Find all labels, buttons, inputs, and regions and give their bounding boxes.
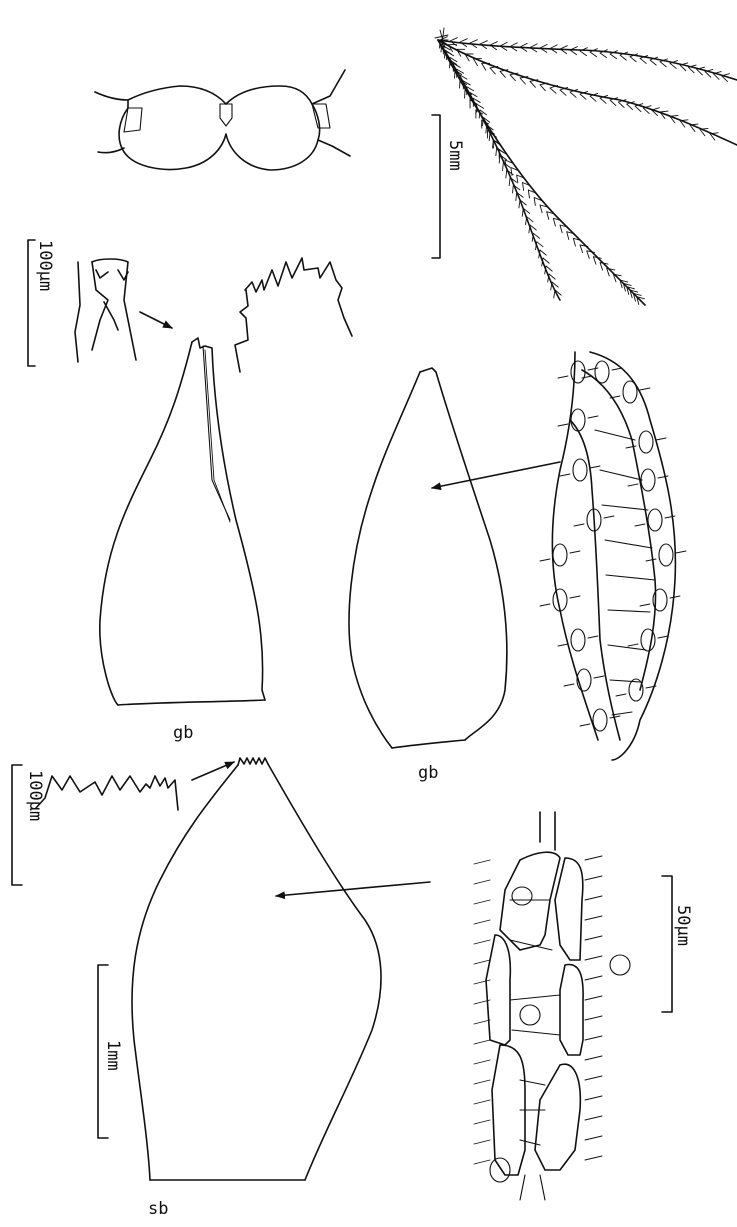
- apex-detail-2: [235, 258, 352, 372]
- scale-label-5mm: 5mm: [445, 140, 465, 171]
- leaf-cross-section: [95, 70, 350, 170]
- scale-bar-100um-apex: 100µm: [28, 240, 55, 366]
- scale-bar-1mm: 1mm: [98, 965, 123, 1138]
- scale-label-50um: 50µm: [673, 905, 693, 946]
- habit-leaves: [440, 37, 730, 305]
- scale-label-100um-apex: 100µm: [35, 240, 55, 291]
- stem-leaf-2: gb: [349, 368, 507, 783]
- scale-bar-100um-margin: 100µm: [12, 765, 45, 885]
- stem-leaf-1: gb: [100, 338, 265, 743]
- apex-detail-1: [75, 259, 136, 362]
- scale-bar-50um: 50µm: [662, 876, 693, 1012]
- label-gb-1: gb: [173, 723, 193, 743]
- cell-papillae-1: [540, 361, 686, 731]
- arrow-to-branch-leaf: [276, 882, 430, 896]
- arrow-to-apex: [140, 312, 172, 328]
- branch-leaf: sb: [132, 758, 381, 1219]
- scale-bar-5mm: 5mm: [432, 115, 465, 258]
- habit-shoots: [435, 28, 737, 305]
- scale-label-100um-margin: 100µm: [25, 770, 45, 821]
- arrow-to-stem-leaf-2: [432, 462, 560, 488]
- scale-label-1mm: 1mm: [103, 1040, 123, 1071]
- label-gb-2: gb: [418, 763, 438, 783]
- cell-detail-1: [540, 352, 686, 760]
- margin-teeth-detail: [36, 776, 178, 810]
- label-sb: sb: [148, 1199, 168, 1219]
- cell-detail-2: [474, 812, 630, 1200]
